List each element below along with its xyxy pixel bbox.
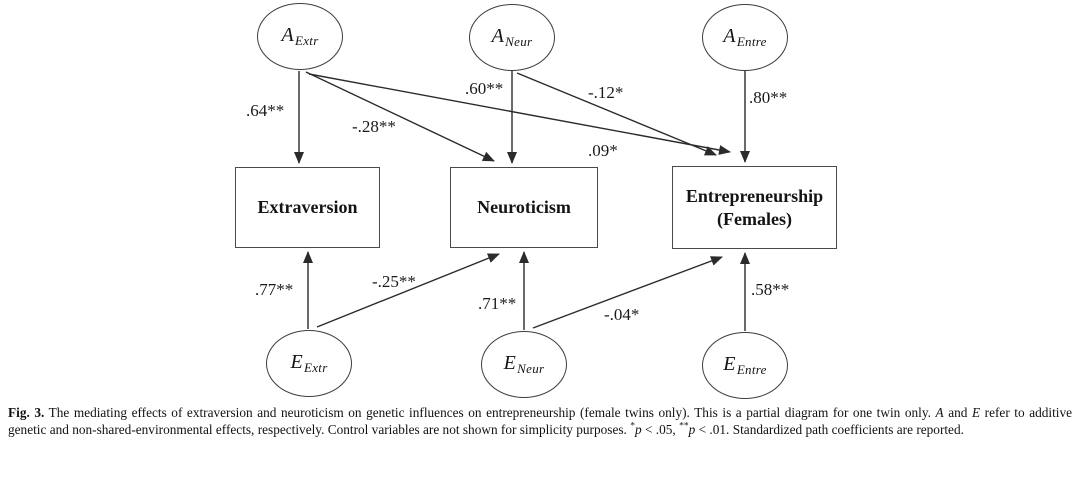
coef-a-entre-entrepreneurship: .80** <box>749 88 788 107</box>
observed-box-entrepreneurship: Entrepreneurship (Females) <box>672 166 837 249</box>
caption-p: p <box>634 422 642 437</box>
arrow-a-neur-to-entrepreneurship <box>516 72 717 156</box>
path-arrows <box>294 71 750 331</box>
significance-star: * <box>630 420 635 432</box>
caption-var-e: E <box>971 405 981 420</box>
coef-e-extr-extraversion: .77** <box>255 280 294 299</box>
caption-text: and <box>948 405 968 420</box>
box-label-line1: Entrepreneurship <box>685 186 824 206</box>
latent-node-a-entre: AEntre <box>702 4 788 71</box>
coef-a-extr-entrepreneurship: .09* <box>588 141 618 160</box>
caption-text: The mediating effects of extraversion an… <box>48 405 931 420</box>
arrow-a-extr-to-neuroticism <box>305 71 495 162</box>
caption-var-a: A <box>935 405 944 420</box>
coef-a-neur-entrepreneurship: -.12* <box>588 83 624 102</box>
arrow-e-neur-to-entrepreneurship <box>532 256 723 329</box>
significance-star: ** <box>679 420 689 432</box>
coef-e-entre-entrepreneurship: .58** <box>751 280 790 299</box>
coef-a-extr-extraversion: .64** <box>246 101 285 120</box>
coef-a-extr-neuroticism: -.28** <box>352 117 396 136</box>
latent-label: EEntre <box>723 353 767 377</box>
latent-label: ANeur <box>491 25 533 49</box>
latent-node-e-neur: ENeur <box>481 331 567 398</box>
latent-node-a-neur: ANeur <box>469 4 555 71</box>
caption-text: < .01. Standardized path coefficients ar… <box>698 422 964 437</box>
path-diagram: AExtr ANeur AEntre EExtr ENeur EEntre Ex… <box>235 3 837 399</box>
latent-label: ENeur <box>503 352 545 376</box>
coef-e-extr-neuroticism: -.25** <box>372 272 416 291</box>
figure-number: Fig. 3. <box>8 405 45 420</box>
latent-node-a-extr: AExtr <box>257 3 343 70</box>
caption-text: < .05, <box>644 422 676 437</box>
latent-label: AExtr <box>281 24 319 48</box>
caption-p: p <box>688 422 696 437</box>
observed-box-extraversion: Extraversion <box>235 167 380 248</box>
coef-e-neur-neuroticism: .71** <box>478 294 517 313</box>
latent-node-e-entre: EEntre <box>702 332 788 399</box>
caption-text: refer to additive genetic and non-shared… <box>8 405 1073 437</box>
arrow-e-extr-to-neuroticism <box>316 253 500 328</box>
figure-caption: Fig. 3. The mediating effects of extrave… <box>8 404 1072 438</box>
box-label-line2: (Females) <box>717 208 792 229</box>
latent-node-e-extr: EExtr <box>266 330 352 397</box>
latent-label: EExtr <box>290 351 328 375</box>
coef-e-neur-entrepreneurship: -.04* <box>604 305 640 324</box>
arrow-a-extr-to-entrepreneurship <box>308 73 731 155</box>
latent-label: AEntre <box>723 25 767 49</box>
box-label: Extraversion <box>257 197 358 218</box>
coef-a-neur-neuroticism: .60** <box>465 79 504 98</box>
box-label: Neuroticism <box>477 197 571 218</box>
observed-box-neuroticism: Neuroticism <box>450 167 598 248</box>
